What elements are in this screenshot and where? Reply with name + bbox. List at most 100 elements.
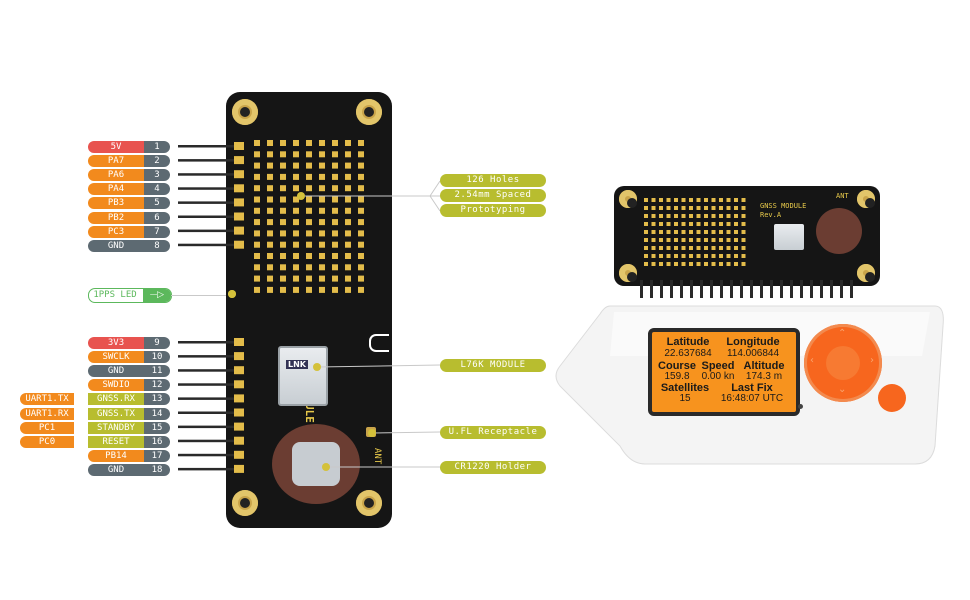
dpad-down-icon[interactable]: ⌄	[838, 384, 847, 395]
proto-hole	[332, 219, 338, 226]
proto-hole-small	[659, 206, 663, 210]
pin-function-label: PB2	[88, 211, 144, 224]
dpad-up-icon[interactable]: ⌃	[838, 328, 847, 339]
proto-hole-small	[689, 238, 693, 242]
dpad-right-icon[interactable]: ›	[870, 355, 874, 366]
header-pin	[178, 159, 238, 162]
proto-hole	[254, 151, 260, 158]
proto-hole-small	[659, 246, 663, 250]
proto-hole	[319, 173, 325, 180]
proto-hole-small	[696, 214, 701, 218]
proto-hole-small	[711, 198, 716, 202]
proto-hole	[358, 196, 364, 203]
lcd-lat-label: Latitude	[666, 336, 710, 348]
header-pin	[178, 439, 238, 443]
callout-cr1220: CR1220 Holder	[440, 461, 546, 474]
proto-hole-small	[711, 214, 716, 218]
small-header-pin	[720, 280, 723, 298]
proto-hole-small	[644, 222, 648, 226]
proto-hole-small	[711, 246, 716, 250]
lcd-lat-value: 22.637684	[664, 348, 712, 359]
proto-hole	[319, 286, 325, 293]
proto-hole-small	[741, 246, 746, 250]
proto-hole-small	[659, 222, 663, 226]
back-button[interactable]	[878, 384, 906, 412]
proto-hole-small	[651, 262, 656, 266]
pin-function-label: GNSS.RX	[88, 393, 144, 406]
pin-function-label: PB14	[88, 449, 144, 462]
header-pin	[178, 201, 238, 204]
header-pin	[178, 173, 238, 176]
dpad-button[interactable]: ⌃ ⌄ ‹ ›	[804, 324, 882, 402]
battery-clip	[292, 442, 340, 486]
small-header-pin	[790, 280, 793, 298]
proto-hole-small	[651, 222, 656, 226]
proto-hole-small	[696, 230, 701, 234]
proto-hole-small	[644, 254, 648, 258]
header-pad	[234, 450, 244, 459]
pin-number-label: 5	[144, 197, 170, 210]
proto-hole-small	[704, 262, 708, 266]
proto-hole-small	[726, 230, 731, 234]
small-silk-rev: Rev.A	[760, 211, 781, 219]
dpad-ok-button[interactable]	[826, 346, 860, 380]
proto-hole	[306, 219, 312, 226]
small-ant-silk-text: ANT	[836, 192, 849, 200]
header-pad	[234, 436, 244, 445]
callout-prototyping: Prototyping	[440, 204, 546, 217]
proto-hole-small	[704, 198, 708, 202]
small-header-pin	[750, 280, 753, 298]
proto-hole	[332, 140, 338, 146]
proto-hole	[254, 230, 260, 237]
proto-hole	[345, 151, 351, 158]
pin-function-label: PA4	[88, 183, 144, 196]
pin-number-label: 17	[144, 449, 170, 462]
proto-hole-small	[644, 238, 648, 242]
header-pad	[234, 464, 244, 473]
proto-hole	[254, 241, 260, 248]
proto-hole-small	[651, 230, 656, 234]
small-header-pin	[760, 280, 763, 298]
proto-hole-small	[741, 206, 746, 210]
pin-number-label: 7	[144, 225, 170, 238]
proto-hole-small	[726, 262, 731, 266]
proto-hole-small	[666, 262, 671, 266]
header-pad	[234, 184, 244, 193]
proto-hole-small	[651, 214, 656, 218]
proto-hole-small	[681, 230, 686, 234]
proto-hole-small	[659, 262, 663, 266]
proto-hole	[280, 151, 286, 158]
proto-hole-small	[651, 206, 656, 210]
small-silk-title-text: GNSS MODULE	[760, 202, 807, 210]
proto-hole-small	[719, 198, 723, 202]
cr1220-holder	[272, 424, 360, 504]
proto-hole	[358, 173, 364, 180]
proto-hole-small	[719, 222, 723, 226]
dpad-left-icon[interactable]: ‹	[810, 355, 814, 366]
proto-hole-small	[696, 262, 701, 266]
board-notch	[369, 334, 389, 352]
lcd-fix-label: Last Fix	[731, 382, 773, 394]
proto-hole	[267, 230, 273, 237]
pin-number-label: 13	[144, 393, 170, 406]
pin-number-label: 6	[144, 211, 170, 224]
proto-hole	[345, 253, 351, 259]
proto-hole	[306, 140, 312, 146]
proto-hole	[345, 162, 351, 169]
pin-function-label: PC3	[88, 225, 144, 238]
header-pin	[178, 355, 238, 358]
proto-hole	[358, 151, 364, 158]
proto-hole-small	[681, 214, 686, 218]
header-pin	[178, 467, 238, 471]
proto-hole	[332, 173, 338, 180]
pin-function-label: GND	[88, 365, 144, 378]
callout-spacing: 2.54mm Spaced	[440, 189, 546, 202]
proto-hole	[319, 219, 325, 226]
proto-hole-small	[696, 246, 701, 250]
proto-hole	[280, 140, 286, 146]
pin-function-label: SWDIO	[88, 379, 144, 392]
pin-alt-label: PC0	[20, 435, 74, 448]
pin-function-label: 3V3	[88, 337, 144, 349]
header-pin	[178, 229, 238, 233]
proto-hole-small	[674, 254, 678, 258]
